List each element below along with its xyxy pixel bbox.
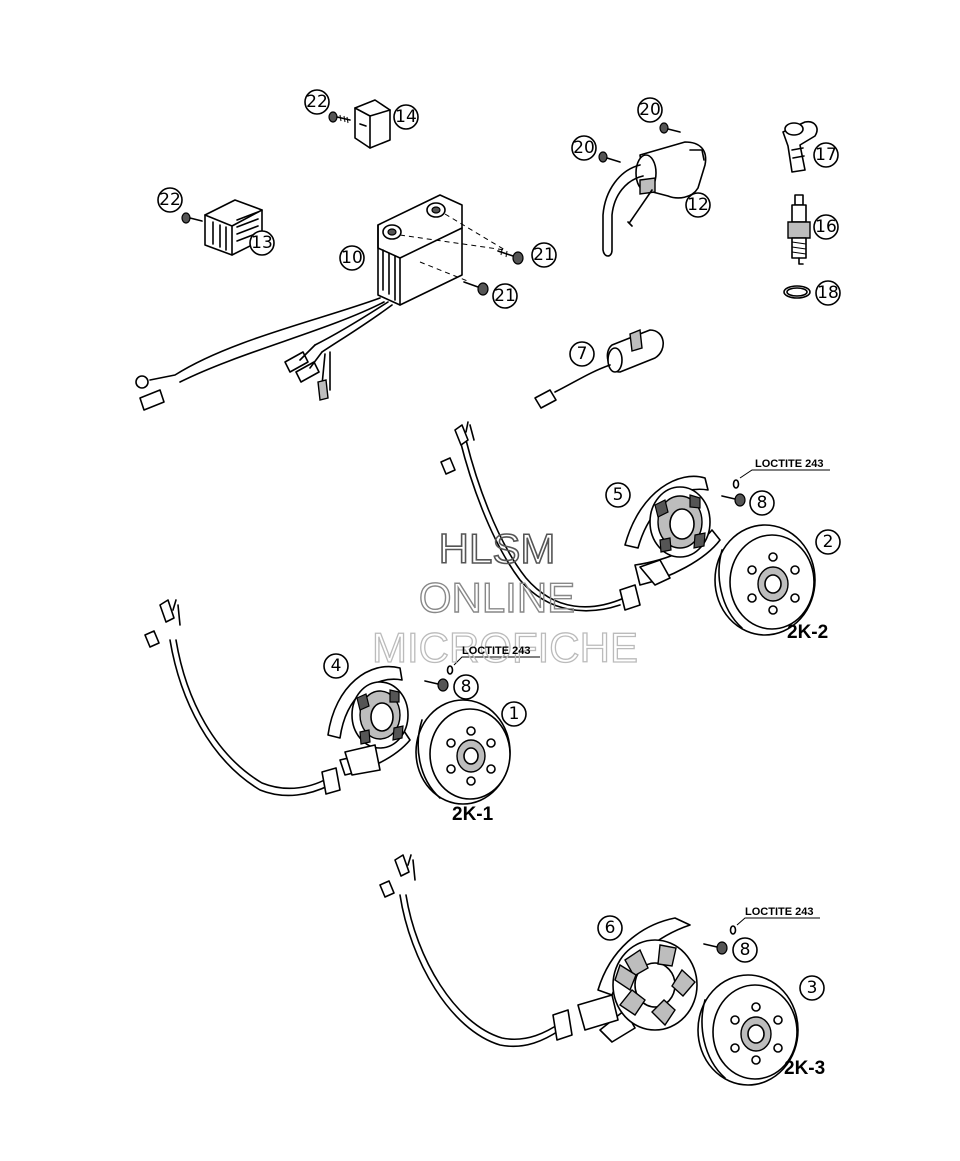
svg-text:8: 8 xyxy=(757,493,768,513)
part-18-o-ring xyxy=(783,285,811,299)
svg-text:3: 3 xyxy=(807,978,818,998)
callout-6: 6 xyxy=(597,915,623,941)
svg-text:4: 4 xyxy=(331,656,342,676)
callout-3: 3 xyxy=(799,975,825,1001)
callout-8-b: 8 xyxy=(453,674,479,700)
svg-text:16: 16 xyxy=(815,217,837,237)
watermark-line-3: MICROFICHE xyxy=(372,624,638,671)
stator-4-assembly xyxy=(144,599,411,797)
svg-text:20: 20 xyxy=(573,138,595,158)
svg-text:22: 22 xyxy=(159,190,181,210)
svg-text:12: 12 xyxy=(687,195,709,215)
svg-text:8: 8 xyxy=(740,940,751,960)
svg-text:21: 21 xyxy=(494,286,516,306)
callout-8-a: 8 xyxy=(749,490,775,516)
part-17-spark-plug-cap xyxy=(782,120,818,173)
watermark-line-1: HLSM xyxy=(439,525,556,572)
callout-4: 4 xyxy=(323,653,349,679)
callout-21-a: 21 xyxy=(531,242,557,268)
callout-8-c: 8 xyxy=(732,937,758,963)
svg-text:7: 7 xyxy=(577,344,588,364)
part-21-screw-a xyxy=(497,248,524,265)
callout-22-a: 22 xyxy=(304,89,330,115)
callout-16: 16 xyxy=(813,214,839,240)
svg-text:13: 13 xyxy=(251,233,273,253)
part-12-ignition-coil xyxy=(602,141,707,257)
svg-text:6: 6 xyxy=(605,918,616,938)
callout-17: 17 xyxy=(813,142,839,168)
part-16-spark-plug xyxy=(787,194,811,265)
callout-20-a: 20 xyxy=(637,97,663,123)
part-22-screw-a xyxy=(328,111,351,124)
callout-20-b: 20 xyxy=(571,135,597,161)
callout-22-b: 22 xyxy=(157,187,183,213)
part-20-screw-b xyxy=(598,151,621,163)
watermark: HLSM ONLINE MICROFICHE xyxy=(371,524,638,671)
loctite-label-2k3: LOCTITE 243 xyxy=(745,906,813,918)
svg-text:5: 5 xyxy=(613,485,624,505)
stator-6-assembly xyxy=(379,854,698,1048)
svg-text:2: 2 xyxy=(823,532,834,552)
svg-text:18: 18 xyxy=(817,283,839,303)
loctite-label-2k1: LOCTITE 243 xyxy=(462,645,530,657)
callout-14: 14 xyxy=(393,104,419,130)
svg-text:20: 20 xyxy=(639,100,661,120)
svg-text:1: 1 xyxy=(509,704,520,724)
part-10-cdi-unit xyxy=(135,194,506,411)
callout-5: 5 xyxy=(605,482,631,508)
part-22-screw-b xyxy=(181,212,203,224)
part-21-screw-b xyxy=(463,281,489,296)
callout-21-b: 21 xyxy=(492,283,518,309)
stator-5-assembly xyxy=(440,421,721,612)
part-20-screw-a xyxy=(659,122,681,134)
callout-12: 12 xyxy=(685,192,711,218)
callout-10: 10 xyxy=(339,245,365,271)
svg-text:10: 10 xyxy=(341,248,363,268)
svg-text:8: 8 xyxy=(461,677,472,697)
callout-13: 13 xyxy=(249,230,275,256)
loctite-label-2k2: LOCTITE 243 xyxy=(755,458,823,470)
svg-text:21: 21 xyxy=(533,245,555,265)
watermark-line-2: ONLINE xyxy=(419,574,575,621)
variant-label-2k3: 2K-3 xyxy=(784,1058,825,1079)
flywheel-1 xyxy=(415,699,511,805)
screw-8-c xyxy=(703,917,820,955)
svg-text:14: 14 xyxy=(395,107,417,127)
part-7-sensor xyxy=(534,329,664,409)
callout-18: 18 xyxy=(815,280,841,306)
svg-text:22: 22 xyxy=(306,92,328,112)
screw-8-b xyxy=(424,656,540,692)
flywheel-3 xyxy=(697,974,799,1086)
variant-label-2k1: 2K-1 xyxy=(452,804,494,825)
part-14-relay xyxy=(354,99,391,149)
flywheel-2 xyxy=(714,524,816,636)
screw-8-a xyxy=(721,469,830,507)
callout-7: 7 xyxy=(569,341,595,367)
callout-1: 1 xyxy=(501,701,527,727)
variant-label-2k2: 2K-2 xyxy=(787,622,828,643)
svg-text:17: 17 xyxy=(815,145,837,165)
callout-2: 2 xyxy=(815,529,841,555)
